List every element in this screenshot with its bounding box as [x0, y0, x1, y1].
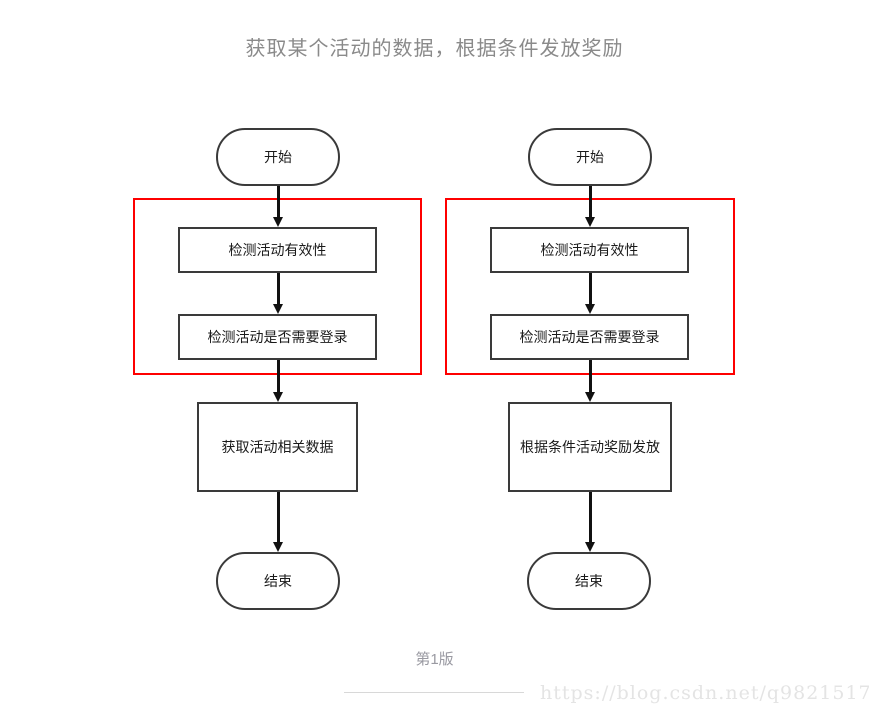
node-right-start[interactable]: 开始 [528, 128, 652, 186]
node-right-step1[interactable]: 检测活动有效性 [490, 227, 689, 273]
connector-shaft [277, 360, 280, 392]
connector-shaft [589, 273, 592, 304]
page-title: 获取某个活动的数据，根据条件发放奖励 [245, 36, 624, 60]
arrowhead-icon [273, 304, 283, 314]
arrowhead-icon [585, 392, 595, 402]
watermark-url: https://blog.csdn.net/q982151756 [540, 682, 869, 704]
connector-left-step1-to-step2 [273, 273, 283, 314]
connector-right-step1-to-step2 [585, 273, 595, 314]
arrowhead-icon [273, 392, 283, 402]
connector-right-start-to-step1 [585, 186, 595, 227]
connector-right-step2-to-step3 [585, 360, 595, 402]
node-left-step1[interactable]: 检测活动有效性 [178, 227, 377, 273]
connector-shaft [589, 492, 592, 542]
node-right-step2[interactable]: 检测活动是否需要登录 [490, 314, 689, 360]
arrowhead-icon [585, 217, 595, 227]
node-left-end[interactable]: 结束 [216, 552, 340, 610]
node-left-step2[interactable]: 检测活动是否需要登录 [178, 314, 377, 360]
connector-left-start-to-step1 [273, 186, 283, 227]
connector-right-step3-to-end [585, 492, 595, 552]
version-label: 第1版 [415, 651, 454, 668]
arrowhead-icon [585, 304, 595, 314]
connector-left-step2-to-step3 [273, 360, 283, 402]
connector-shaft [277, 492, 280, 542]
arrowhead-icon [273, 217, 283, 227]
node-left-start[interactable]: 开始 [216, 128, 340, 186]
connector-shaft [589, 186, 592, 217]
node-left-step3[interactable]: 获取活动相关数据 [197, 402, 358, 492]
connector-shaft [589, 360, 592, 392]
node-right-step3[interactable]: 根据条件活动奖励发放 [508, 402, 672, 492]
connector-left-step3-to-end [273, 492, 283, 552]
connector-shaft [277, 273, 280, 304]
arrowhead-icon [273, 542, 283, 552]
connector-shaft [277, 186, 280, 217]
footer-divider [344, 692, 524, 693]
arrowhead-icon [585, 542, 595, 552]
node-right-end[interactable]: 结束 [527, 552, 651, 610]
